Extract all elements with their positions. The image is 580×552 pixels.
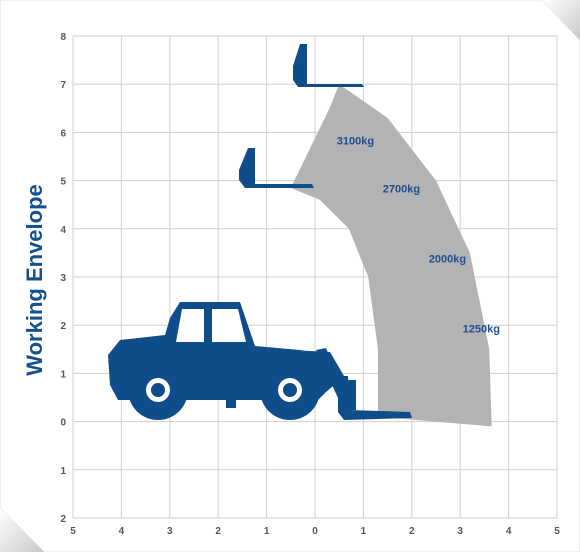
x-tick-label: 5 bbox=[70, 526, 76, 537]
y-tick-label: 6 bbox=[60, 128, 66, 139]
working-envelope-area bbox=[290, 84, 492, 427]
telehandler-icon bbox=[108, 302, 412, 420]
y-tick-label: 5 bbox=[60, 177, 66, 188]
load-capacity-label: 2000kg bbox=[429, 254, 466, 266]
load-labels: 3100kg 2700kg 2000kg 1250kg bbox=[337, 135, 500, 335]
load-capacity-label: 2700kg bbox=[383, 184, 420, 196]
y-tick-label: 1 bbox=[60, 466, 66, 477]
y-tick-label: 1 bbox=[60, 369, 66, 380]
page-curl-bottom-left bbox=[0, 508, 44, 552]
x-tick-label: 2 bbox=[215, 526, 221, 537]
y-tick-label: 7 bbox=[60, 80, 66, 91]
load-capacity-label: 3100kg bbox=[337, 135, 374, 147]
y-tick-label: 2 bbox=[60, 321, 66, 332]
x-tick-label: 1 bbox=[361, 526, 367, 537]
x-tick-label: 2 bbox=[409, 526, 415, 537]
load-capacity-label: 1250kg bbox=[463, 323, 500, 335]
x-tick-label: 5 bbox=[554, 526, 560, 537]
x-tick-label: 1 bbox=[264, 526, 270, 537]
y-tick-label: 4 bbox=[60, 225, 66, 236]
diagram-title: Working Envelope bbox=[22, 184, 47, 376]
tick-labels: 2 1 0 1 2 3 4 5 6 7 8 5 4 3 2 1 0 1 2 3 4 5 bbox=[60, 32, 560, 537]
x-tick-label: 3 bbox=[457, 526, 463, 537]
page-curl-top-right bbox=[542, 0, 580, 40]
y-tick-label: 8 bbox=[60, 32, 66, 43]
x-tick-label: 0 bbox=[312, 526, 318, 537]
fork-top bbox=[293, 44, 364, 87]
y-tick-label: 2 bbox=[60, 514, 66, 525]
fork-middle bbox=[239, 148, 314, 188]
y-tick-label: 3 bbox=[60, 273, 66, 284]
x-tick-label: 4 bbox=[119, 526, 125, 537]
x-tick-label: 3 bbox=[167, 526, 173, 537]
y-tick-label: 0 bbox=[60, 418, 66, 429]
x-tick-label: 4 bbox=[506, 526, 512, 537]
